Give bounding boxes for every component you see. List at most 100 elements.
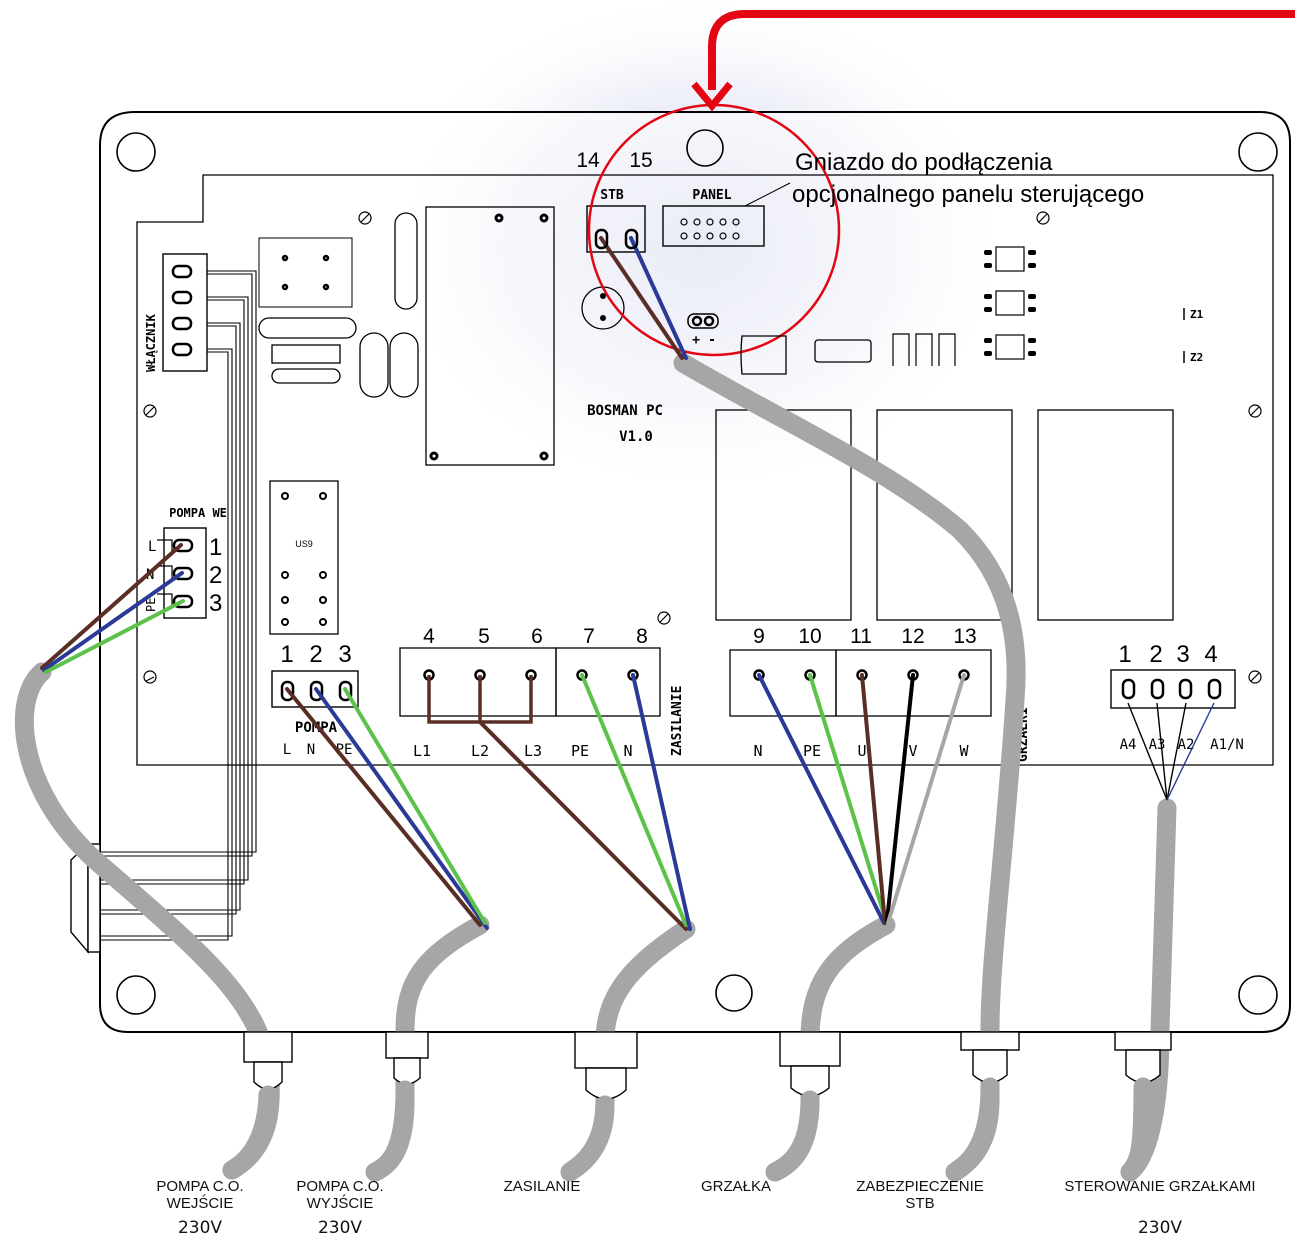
caption-pompa-wy-line2: WYJŚCIE [306,1195,374,1212]
square-pins [281,254,330,291]
z2-label: Z2 [1190,351,1203,364]
zasilanie-vertical: ZASILANIE [670,686,685,756]
resistor [271,344,341,364]
relay-us9 [269,480,339,635]
us9-label: US9 [295,539,313,549]
callout-circle [587,103,841,357]
ctrl-a1n: A1/N [1210,737,1244,753]
optocouplers [995,246,1025,360]
vertical-capacitor [394,212,418,310]
ctrl-3: 3 [1176,641,1189,668]
heater-n: N [753,742,762,760]
board-name: BOSMAN PC [587,403,663,419]
label-l1: L1 [413,742,431,760]
stb-15: 15 [629,149,652,172]
caption-stb: ZABEZPIECZENIE STB [845,1178,995,1212]
pompa-we-pins [172,538,194,609]
caption-pompa-we-line1: POMPA C.O. [156,1178,244,1195]
wlacznik-pins [171,264,193,357]
pompa-we-connector [163,527,207,619]
jumper-pin [691,315,703,327]
pompa-we-brackets [157,539,173,607]
callout-line2: opcjonalnego panelu sterującego [792,181,1144,208]
wlacznik-connector [162,253,208,372]
terminal-block-pe-n [555,647,661,717]
heater-pe: PE [803,742,821,760]
label-l3: L3 [524,742,542,760]
pompa-we-n: N [146,567,154,583]
heater-block-uvw [835,649,992,717]
mount-hole [1238,975,1278,1015]
stb-14: 14 [576,149,600,172]
label-l2: L2 [471,742,489,760]
jumper-pin [703,315,715,327]
caption-pompa-we: POMPA C.O. WEJŚCIE 230V [140,1178,260,1237]
jumper [687,313,719,329]
terminal-6: 6 [531,625,543,648]
square-component [258,237,353,308]
fuse [271,368,341,384]
heatsink [892,333,956,366]
caption-grzalka-text: GRZAŁKA [700,1178,772,1195]
ctrl-4: 4 [1204,641,1217,668]
mount-hole [1238,132,1278,172]
control-connector [1110,669,1236,709]
terminal-5: 5 [478,625,490,648]
pompa-we-pe: PE [144,598,158,612]
pompa-1: 1 [280,641,293,668]
panel-leader-line [744,182,791,207]
screw-icons [143,211,1262,684]
callout-arrow-line [708,10,1295,90]
ic-package [814,339,872,363]
caption-pompa-wy: POMPA C.O. WYJŚCIE 230V [280,1178,400,1237]
caption-pompa-we-voltage: 230V [177,1218,223,1238]
terminal-10: 10 [798,625,821,648]
pompa-label: POMPA [295,720,338,736]
panel-label: PANEL [692,188,731,203]
terminal-12: 12 [901,625,924,648]
cable-glands [243,1031,1172,1100]
caption-stb-line2: STB [905,1195,935,1212]
mount-hole [116,132,156,172]
caption-pompa-wy-voltage: 230V [317,1218,363,1238]
pompa-pins [280,680,353,702]
caption-stb-line1: ZABEZPIECZENIE [856,1178,984,1195]
us9-pins [281,492,327,626]
caption-pompa-wy-line1: POMPA C.O. [296,1178,384,1195]
ctrl-2: 2 [1149,641,1162,668]
jumper-plus: + [692,333,700,348]
terminal-4: 4 [423,625,435,648]
pompa-we-1: 1 [209,534,222,561]
terminal-9: 9 [753,625,765,648]
ctrl-a2: A2 [1178,737,1195,753]
stb-connector [586,205,646,253]
pompa-we-label: POMPA WE [169,506,227,520]
heater-w: W [959,742,969,760]
stb-label: STB [600,188,624,203]
opto-pins [984,250,1036,356]
cap-pin [600,293,606,299]
terminal-13: 13 [953,625,976,648]
pompa-3: 3 [338,641,351,668]
pompa-n: N [307,742,315,758]
colored-wires [40,236,966,931]
z1-label: Z1 [1190,308,1204,321]
panel-pins [680,218,740,240]
pompa-we-3: 3 [209,590,222,617]
capacitor-y [359,332,389,398]
heater-v: V [908,742,917,760]
pompa-we-l: L [148,539,156,555]
caption-zasilanie-text: ZASILANIE [503,1178,581,1195]
pompa-connector [271,670,359,708]
control-wires [1127,702,1215,801]
terminal-11: 11 [850,625,872,648]
ctrl-a4: A4 [1120,737,1137,753]
stb-pins [594,228,639,250]
mount-hole [116,975,156,1015]
buzzer [740,335,787,375]
caption-grzalka: GRZAŁKA [676,1178,796,1195]
mount-hole [715,974,753,1012]
caption-zasilanie: ZASILANIE [482,1178,602,1195]
cable-tails [222,1077,1153,1182]
